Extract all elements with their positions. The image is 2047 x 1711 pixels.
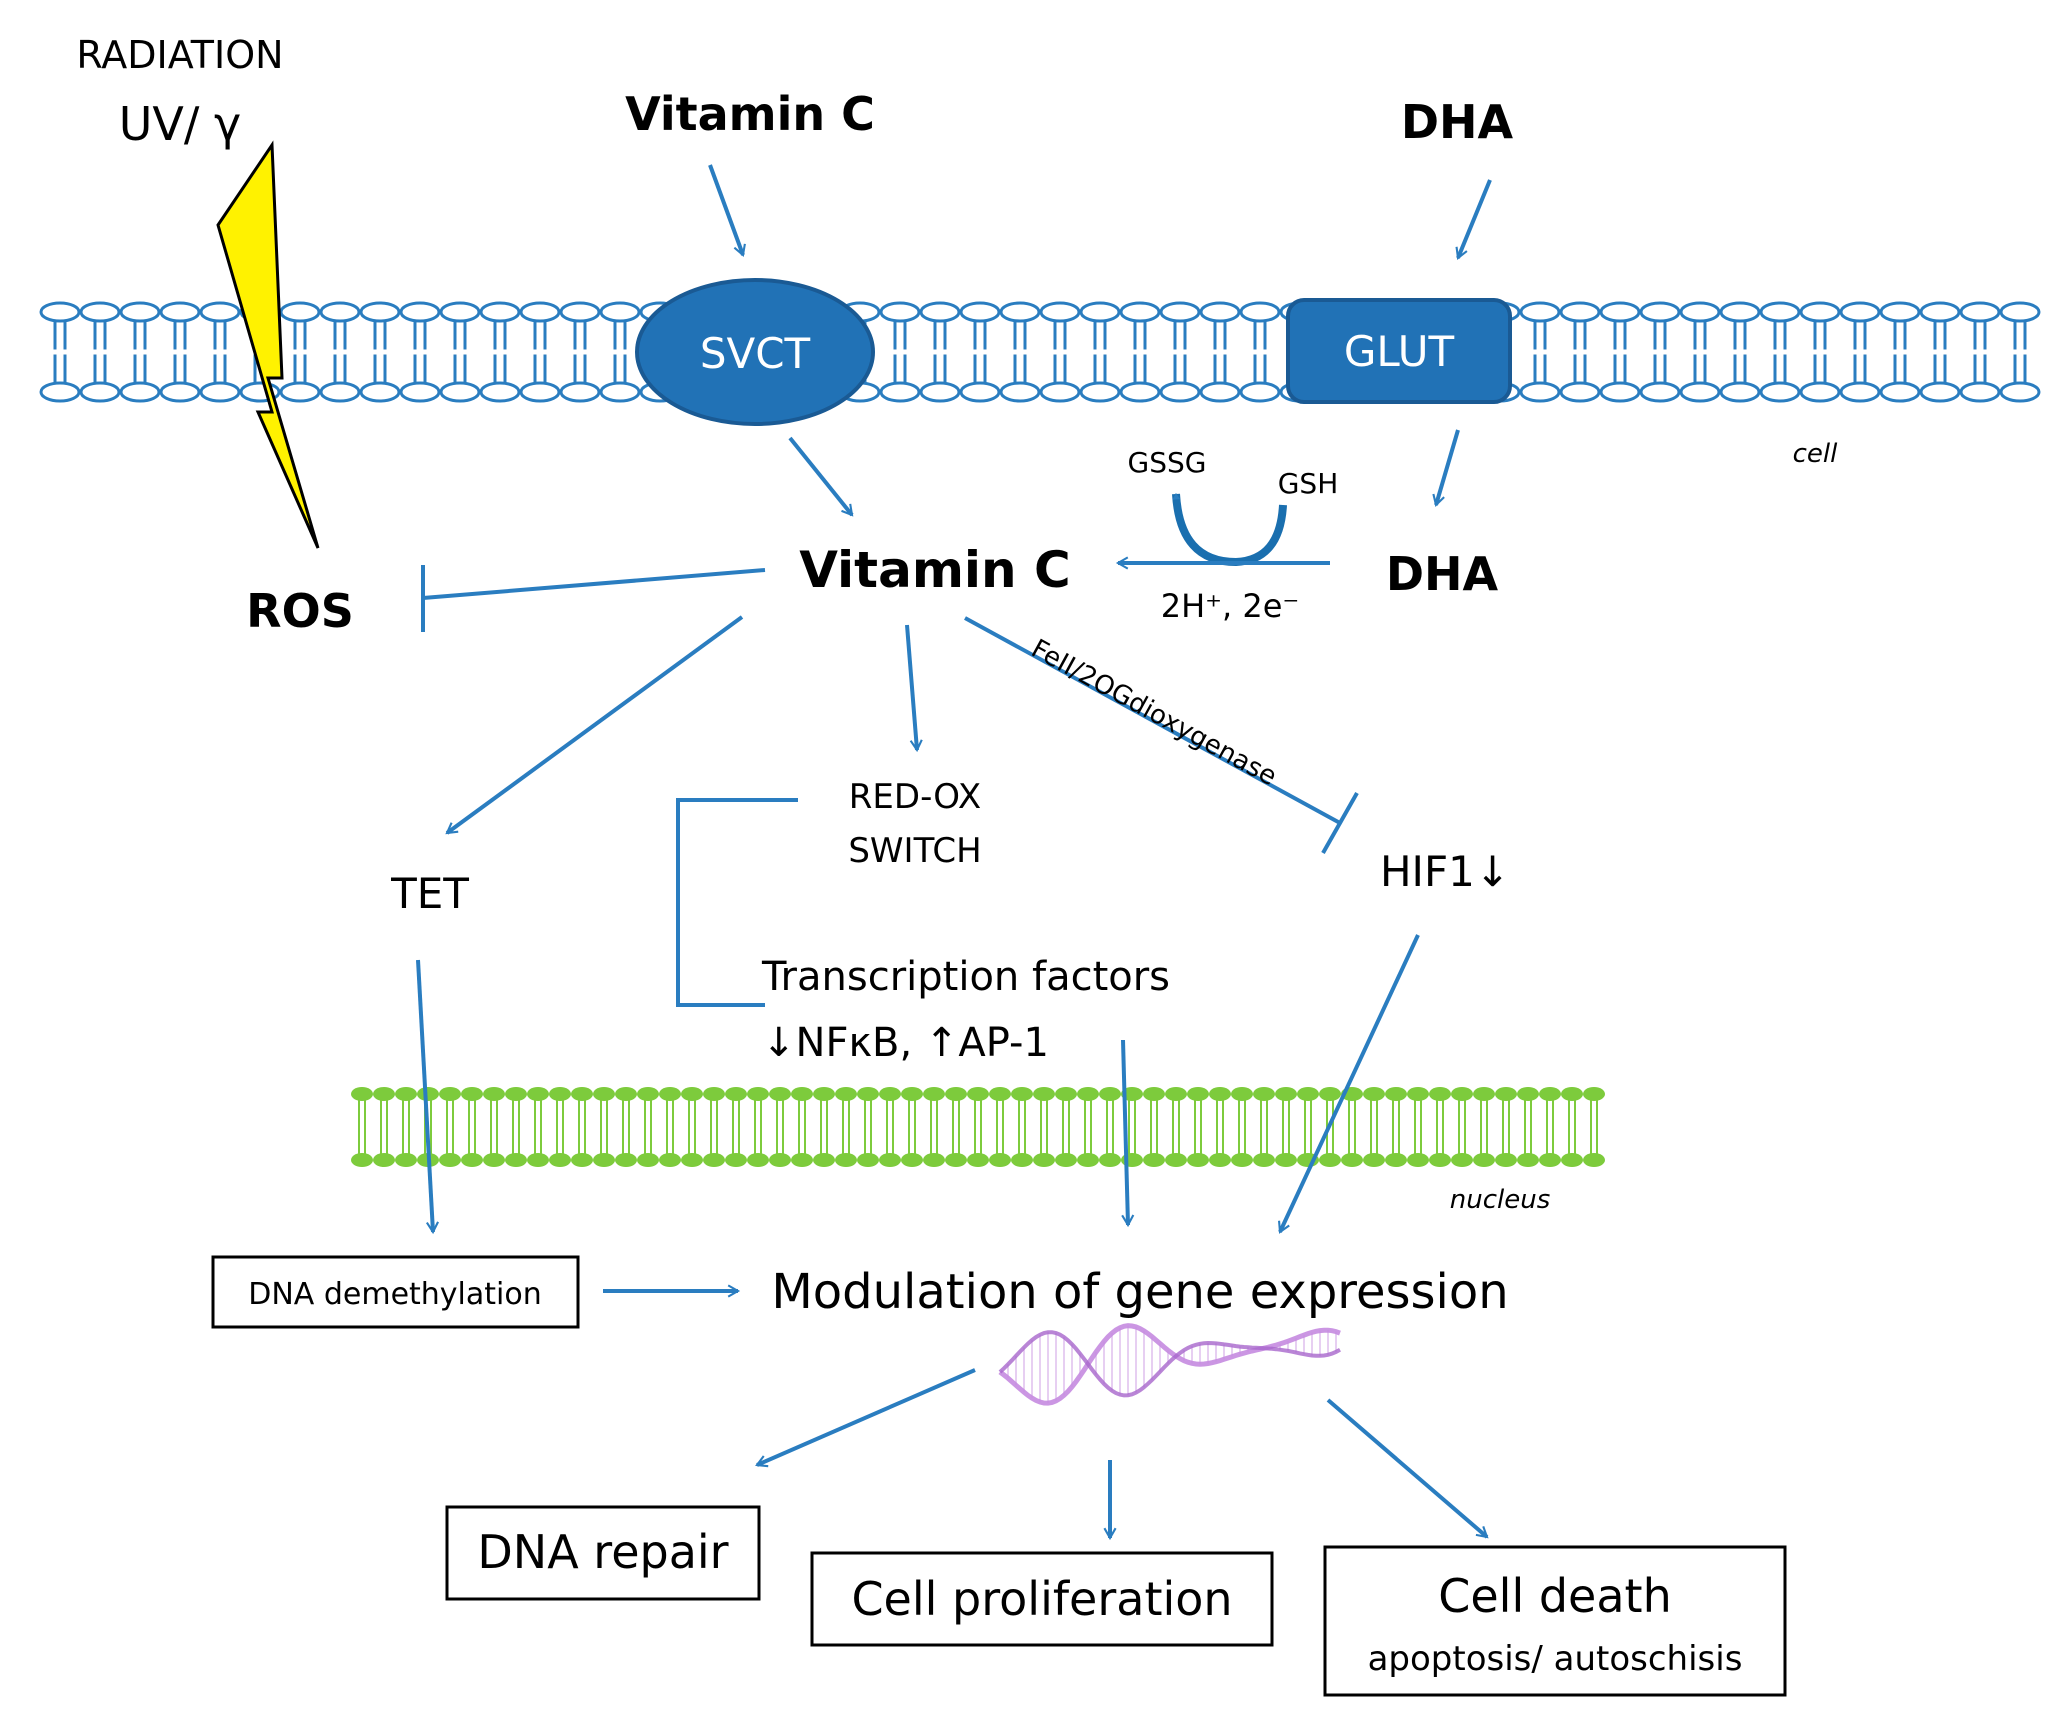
redox-label-2: SWITCH	[848, 831, 981, 871]
inhibit-vitc-hif1-bar	[1321, 792, 1359, 854]
uv-gamma-label: UV/ γ	[119, 97, 241, 151]
dna-helix-icon	[998, 1323, 1341, 1406]
glut-transporter	[1286, 298, 1512, 404]
arrow-tet-to-demethylation	[416, 959, 439, 1235]
electrons-label: 2H⁺, 2e⁻	[1161, 587, 1300, 625]
cell-label: cell	[1793, 439, 1839, 469]
dha-extracellular: DHA	[1401, 95, 1514, 149]
cell-death-sub-label: apoptosis/ autoschisis	[1368, 1639, 1743, 1679]
arrow-dha-to-glut	[1455, 179, 1492, 260]
arrow-svct-to-vitc	[788, 436, 854, 517]
glutathione-cycle-arrow	[1172, 492, 1287, 567]
nucleus-membrane	[351, 1087, 1605, 1167]
tet-label: TET	[390, 869, 469, 918]
arrow-tf-to-modulation	[1121, 1039, 1135, 1228]
lightning-icon	[216, 140, 320, 549]
gsh-label: GSH	[1278, 467, 1339, 500]
inhibit-vitc-ros	[422, 568, 766, 600]
svct-transporter	[635, 278, 875, 426]
dna-repair-label: DNA repair	[477, 1525, 728, 1579]
dha-intracellular: DHA	[1386, 547, 1499, 601]
glut-label: GLUT	[1344, 327, 1455, 376]
nucleus-label: nucleus	[1450, 1185, 1551, 1215]
vitamin-c-extracellular: Vitamin C	[625, 87, 875, 141]
dna-repair-box	[445, 1505, 761, 1601]
enzyme-label: FeII/2OGdioxygenase	[1026, 634, 1281, 792]
cell-death-box	[1323, 1545, 1787, 1697]
modulation-label: Modulation of gene expression	[771, 1264, 1508, 1320]
arrow-to-cell-death	[1326, 1398, 1489, 1539]
redox-bracket	[676, 798, 798, 1007]
gssg-label: GSSG	[1128, 446, 1207, 479]
arrow-vitc-to-tet	[445, 615, 744, 835]
radiation-label: RADIATION	[76, 33, 283, 77]
arrow-hif1-to-modulation	[1278, 934, 1420, 1234]
cell-death-label: Cell death	[1438, 1569, 1671, 1623]
dna-demethylation-box	[211, 1255, 580, 1329]
dna-demethylation-label: DNA demethylation	[248, 1277, 542, 1312]
arrow-vitc-to-svct	[708, 164, 746, 257]
hif1-label: HIF1↓	[1380, 847, 1510, 896]
arrow-to-dna-repair	[755, 1368, 976, 1468]
transcription-factors-label: Transcription factors	[761, 954, 1170, 1000]
cell-proliferation-box	[810, 1551, 1274, 1647]
inhibit-vitc-hif1	[964, 616, 1341, 825]
svct-label: SVCT	[700, 329, 811, 378]
redox-label-1: RED-OX	[849, 777, 981, 817]
cell-membrane	[39, 301, 2041, 403]
arrow-vitc-to-redox	[905, 624, 923, 753]
arrow-glut-to-dha	[1432, 429, 1460, 508]
ros-label: ROS	[246, 584, 354, 638]
vitamin-c-intracellular: Vitamin C	[799, 541, 1071, 599]
cell-proliferation-label: Cell proliferation	[851, 1572, 1232, 1626]
transcription-factors-sub: ↓NFκB, ↑AP-1	[762, 1020, 1049, 1066]
